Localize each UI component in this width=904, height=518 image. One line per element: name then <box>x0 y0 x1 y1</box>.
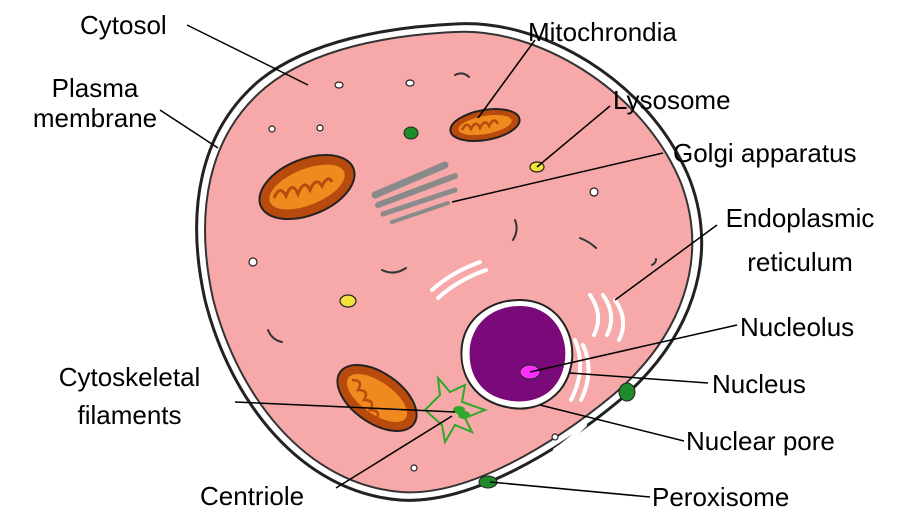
label-cytoskeletal-filaments: Cytoskeletal filaments <box>22 362 237 430</box>
label-golgi-apparatus: Golgi apparatus <box>673 138 857 168</box>
label-mitochondria: Mitochrondia <box>528 17 677 47</box>
label-nucleus: Nucleus <box>712 369 806 399</box>
leader-peroxisome <box>490 482 650 497</box>
nucleus <box>461 300 572 409</box>
label-er-line2: reticulum <box>700 247 900 277</box>
label-lysosome: Lysosome <box>613 85 731 115</box>
label-plasma-membrane-line1: Plasma <box>25 73 165 103</box>
label-nuclear-pore: Nuclear pore <box>686 426 835 456</box>
label-peroxisome: Peroxisome <box>652 482 789 512</box>
peroxisome <box>404 127 418 139</box>
peroxisome-2 <box>619 383 635 401</box>
label-cytoskeletal-line2: filaments <box>22 400 237 430</box>
label-plasma-membrane-line2: membrane <box>25 103 165 133</box>
label-er-line1: Endoplasmic <box>700 203 900 233</box>
label-centriole: Centriole <box>200 481 304 511</box>
lysosome-2 <box>340 295 356 307</box>
leader-cytosol <box>187 25 308 85</box>
leader-plasma-membrane <box>160 110 218 148</box>
label-plasma-membrane: Plasma membrane <box>25 73 165 133</box>
label-cytoskeletal-line1: Cytoskeletal <box>22 362 237 392</box>
label-cytosol: Cytosol <box>80 10 167 40</box>
label-nucleolus: Nucleolus <box>740 312 854 342</box>
label-endoplasmic-reticulum: Endoplasmic reticulum <box>700 203 900 277</box>
